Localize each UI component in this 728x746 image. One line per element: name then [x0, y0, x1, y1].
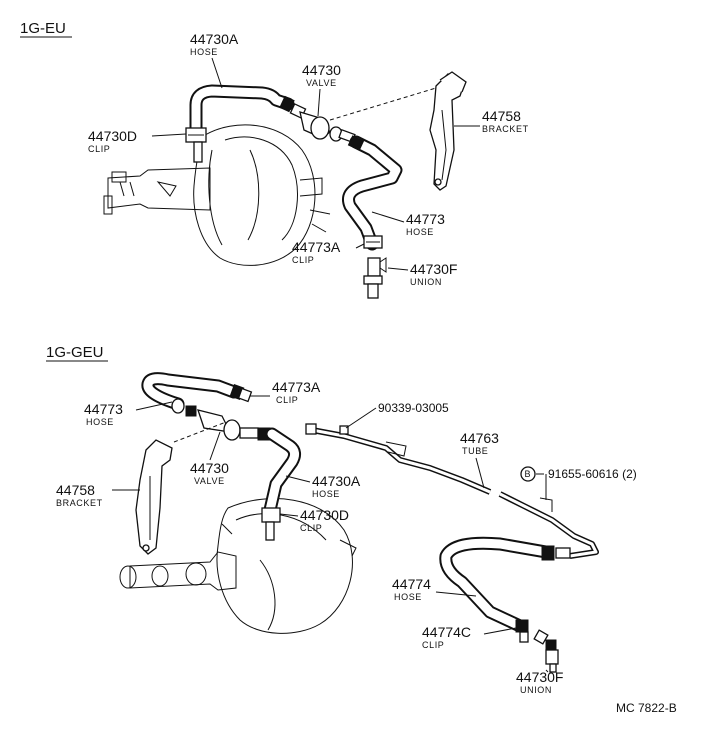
label-44774c: 44774C CLIP [422, 624, 517, 650]
section-1g-eu: 1G-EU [20, 20, 529, 299]
label-44730-2: 44730 VALVE [190, 431, 229, 486]
part-number: 44730D [300, 507, 349, 523]
label-44773-1: 44773 HOSE [371, 211, 445, 237]
valve-44730-1 [299, 111, 356, 143]
union-44730f-2 [533, 629, 559, 673]
part-name: HOSE [394, 592, 422, 602]
label-44730f-1: 44730F UNION [387, 261, 457, 287]
part-number: 90339-03005 [378, 401, 449, 415]
part-number: 44758 [482, 108, 521, 124]
label-90339-03005: 90339-03005 [345, 401, 449, 429]
part-number: 44730 [302, 62, 341, 78]
marker-b-circle [520, 466, 536, 482]
tube-44763 [305, 423, 599, 559]
alignment-line-1 [329, 87, 437, 121]
part-name: HOSE [406, 227, 434, 237]
bracket-44758-2 [135, 439, 173, 555]
hose-44773-2 [141, 372, 241, 411]
clip-44773a-2 [171, 384, 253, 414]
part-name: CLIP [422, 640, 444, 650]
part-number: 44730D [88, 128, 137, 144]
label-44773-2: 44773 HOSE [84, 401, 173, 427]
label-44730-1: 44730 VALVE [302, 62, 341, 117]
part-name: VALVE [306, 78, 337, 88]
part-number: 44773A [292, 239, 341, 255]
label-44773a-1: 44773A CLIP [292, 239, 365, 265]
label-44763: 44763 TUBE [460, 430, 499, 489]
part-name: CLIP [276, 395, 298, 405]
part-name: UNION [410, 277, 442, 287]
part-number: 44730F [410, 261, 457, 277]
hose-44730a-1 [189, 84, 295, 139]
part-name: BRACKET [56, 498, 103, 508]
hose-44773-1 [342, 135, 403, 251]
part-name: VALVE [194, 476, 225, 486]
clip-44774c [515, 545, 571, 643]
section-1g-geu: 1G-GEU [46, 344, 637, 695]
label-44730f-2: 44730F UNION [516, 669, 563, 695]
part-name: HOSE [190, 47, 218, 57]
label-44773a-2: 44773A CLIP [250, 379, 321, 405]
label-44758-2: 44758 BRACKET [56, 482, 140, 508]
part-number: 44773 [84, 401, 123, 417]
diagram-code: MC 7822-B [616, 701, 677, 715]
part-name: HOSE [312, 489, 340, 499]
clip-44730d-1 [185, 127, 207, 163]
label-91655-60616: B 91655-60616 (2) [520, 466, 637, 500]
clip-44730d-2 [261, 507, 281, 541]
valve-44730-2 [185, 405, 271, 441]
union-44730f-1 [363, 257, 387, 299]
part-number: 44730A [312, 473, 361, 489]
part-number: 44773 [406, 211, 445, 227]
part-name: CLIP [292, 255, 314, 265]
part-name: CLIP [88, 144, 110, 154]
clip-44773a-1 [347, 135, 383, 249]
part-number: 44774 [392, 576, 431, 592]
part-number: 44774C [422, 624, 471, 640]
label-44774: 44774 HOSE [392, 576, 477, 602]
hose-44774 [439, 536, 553, 633]
part-number: 44773A [272, 379, 321, 395]
part-name: HOSE [86, 417, 114, 427]
section-title-1g-eu: 1G-EU [20, 20, 66, 37]
part-number: 44763 [460, 430, 499, 446]
part-name: UNION [520, 685, 552, 695]
alignment-line-2 [173, 421, 227, 443]
label-44730d-2: 44730D CLIP [279, 507, 349, 533]
label-44758-1: 44758 BRACKET [454, 108, 529, 134]
section-title-1g-geu: 1G-GEU [46, 344, 104, 361]
part-name: CLIP [300, 523, 322, 533]
part-number: 44730A [190, 31, 239, 47]
part-name: BRACKET [482, 124, 529, 134]
part-number: 44758 [56, 482, 95, 498]
label-44730a-1: 44730A HOSE [190, 31, 239, 89]
part-number: 44730 [190, 460, 229, 476]
part-name: TUBE [462, 446, 488, 456]
label-44730d-1: 44730D CLIP [88, 128, 187, 154]
label-44730a-2: 44730A HOSE [285, 473, 361, 499]
brake-booster-illustration [103, 124, 331, 266]
brake-booster-illustration-2 [119, 498, 357, 634]
bracket-44758-1 [429, 71, 467, 191]
hose-44730a-2 [263, 427, 302, 517]
marker-b: B [525, 469, 532, 479]
part-number: 44730F [516, 669, 563, 685]
part-number: 91655-60616 (2) [548, 467, 637, 481]
